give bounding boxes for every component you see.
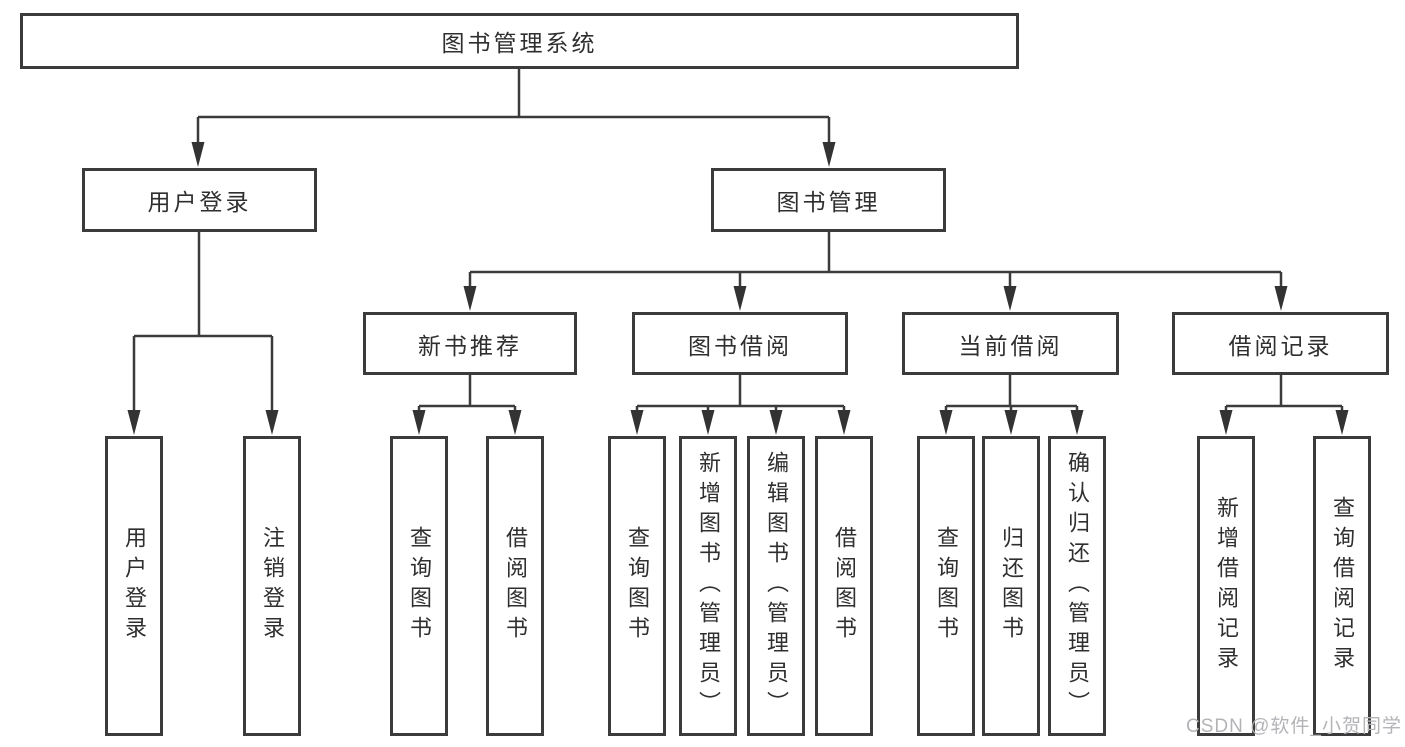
leaf-logout-label: 注销登录 [260, 526, 285, 646]
leaf-add-borrow-record: 新增借阅记录 [1197, 436, 1255, 736]
leaf-add-books-admin: 新增图书（管理员） [679, 436, 737, 736]
leaf-query-books-borrow: 查询图书 [608, 436, 666, 736]
leaf-return-books: 归还图书 [982, 436, 1040, 736]
csdn-watermark: CSDN @软件_小贺同学 [1186, 716, 1402, 737]
leaf-borrow-books-recommend: 借阅图书 [486, 436, 544, 736]
node-user-login: 用户登录 [82, 168, 317, 232]
connector-current-to-children [944, 374, 1079, 412]
leaf-user-login-label: 用户登录 [122, 526, 147, 646]
leaf-query-borrow-record-label: 查询借阅记录 [1330, 496, 1355, 676]
leaf-user-login: 用户登录 [105, 436, 163, 736]
leaf-add-borrow-record-label: 新增借阅记录 [1214, 496, 1239, 676]
node-new-book-recommend: 新书推荐 [363, 312, 577, 375]
leaf-query-books-current-label: 查询图书 [934, 526, 959, 646]
node-book-borrow: 图书借阅 [632, 312, 848, 375]
leaf-borrow-books-recommend-label: 借阅图书 [503, 526, 528, 646]
leaf-query-books-recommend-label: 查询图书 [407, 526, 432, 646]
node-book-management: 图书管理 [711, 168, 946, 232]
leaf-query-borrow-record: 查询借阅记录 [1313, 436, 1371, 736]
leaf-edit-books-admin-label: 编辑图书（管理员） [764, 451, 789, 721]
leaf-edit-books-admin: 编辑图书（管理员） [747, 436, 805, 736]
connector-login-to-children [132, 231, 274, 412]
connector-borrow-to-children [635, 374, 846, 412]
leaf-logout: 注销登录 [243, 436, 301, 736]
node-borrow-records: 借阅记录 [1172, 312, 1389, 375]
connector-management-to-level3 [468, 231, 1283, 288]
leaf-borrow-books: 借阅图书 [815, 436, 873, 736]
connector-newbook-to-children [417, 374, 517, 412]
leaf-confirm-return-admin: 确认归还（管理员） [1048, 436, 1106, 736]
node-current-borrow: 当前借阅 [902, 312, 1119, 375]
leaf-query-books-recommend: 查询图书 [390, 436, 448, 736]
leaf-query-books-borrow-label: 查询图书 [625, 526, 650, 646]
connector-records-to-children [1224, 374, 1344, 412]
leaf-return-books-label: 归还图书 [999, 526, 1024, 646]
leaf-query-books-current: 查询图书 [917, 436, 975, 736]
leaf-borrow-books-label: 借阅图书 [832, 526, 857, 646]
node-root-system: 图书管理系统 [20, 13, 1019, 69]
leaf-confirm-return-admin-label: 确认归还（管理员） [1065, 451, 1090, 721]
leaf-add-books-admin-label: 新增图书（管理员） [696, 451, 721, 721]
connector-root-to-level2 [196, 67, 831, 144]
